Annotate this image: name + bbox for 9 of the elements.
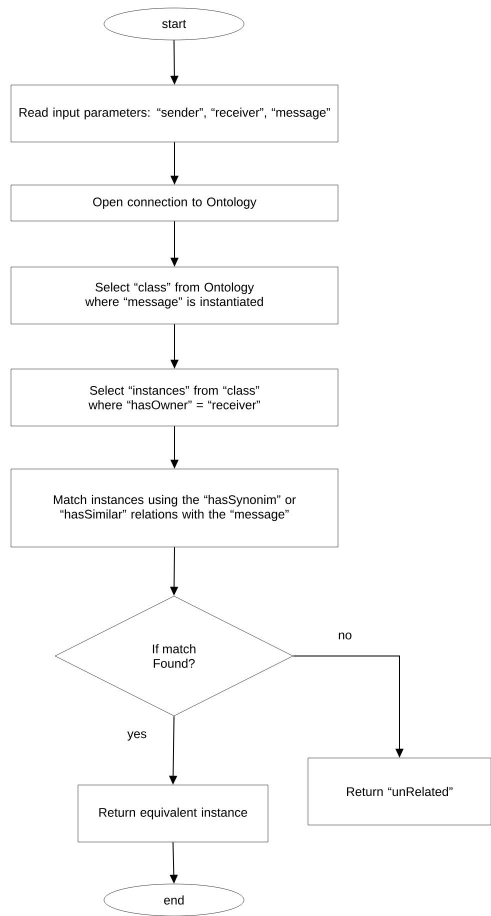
edge-label: no (337, 632, 353, 640)
process-box: Select “instances” from “class” where “hasOwner” = “receiver” (10, 368, 338, 426)
process-box: Open connection to Ontology (10, 184, 338, 222)
process-box: Return “unRelated” (308, 758, 491, 826)
process-box: Match instances using the “hasSynonim” or “hasSimilar” relations with the “message” (10, 468, 338, 548)
process-box: Read input parameters: “sender”, “receiver”, “message” (10, 84, 338, 142)
edge-label: yes (126, 730, 148, 742)
process-box: Return equivalent instance (78, 784, 268, 842)
process-box: Select “class” from Ontology where “message” is instantiated (10, 266, 338, 324)
